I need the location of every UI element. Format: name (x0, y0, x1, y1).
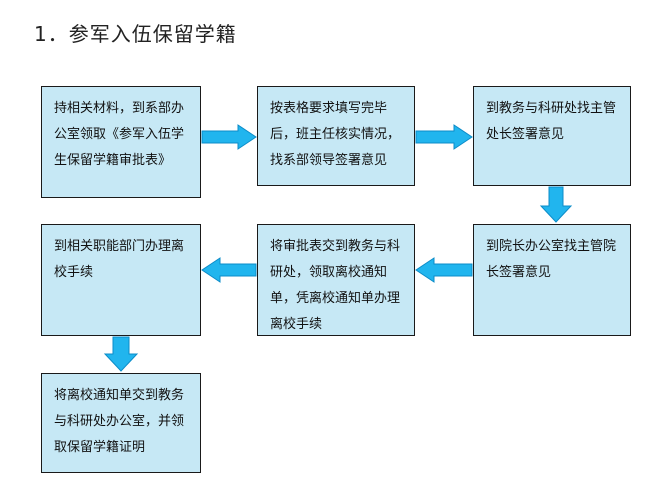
arrow-step1-to-step2 (201, 124, 257, 150)
step-4-box: 到院长办公室找主管院长签署意见 (473, 224, 631, 336)
arrow-step3-to-step4 (539, 186, 573, 223)
arrow-step6-to-step7 (103, 336, 139, 372)
step-6-box: 到相关职能部门办理离校手续 (41, 224, 201, 336)
arrow-step2-to-step3 (415, 124, 473, 150)
step-2-box: 按表格要求填写完毕后，班主任核实情况，找系部领导签署意见 (257, 86, 415, 186)
step-3-box: 到教务与科研处找主管处长签署意见 (473, 86, 631, 186)
arrow-step5-to-step6 (201, 257, 257, 283)
step-1-box: 持相关材料，到系部办公室领取《参军入伍学生保留学籍审批表》 (41, 86, 201, 198)
step-7-box: 将离校通知单交到教务与科研处办公室，并领取保留学籍证明 (41, 373, 201, 473)
step-5-box: 将审批表交到教务与科研处，领取离校通知单，凭离校通知单办理离校手续 (257, 224, 415, 336)
page-title: 1．参军入伍保留学籍 (34, 22, 237, 46)
arrow-step4-to-step5 (415, 257, 473, 283)
